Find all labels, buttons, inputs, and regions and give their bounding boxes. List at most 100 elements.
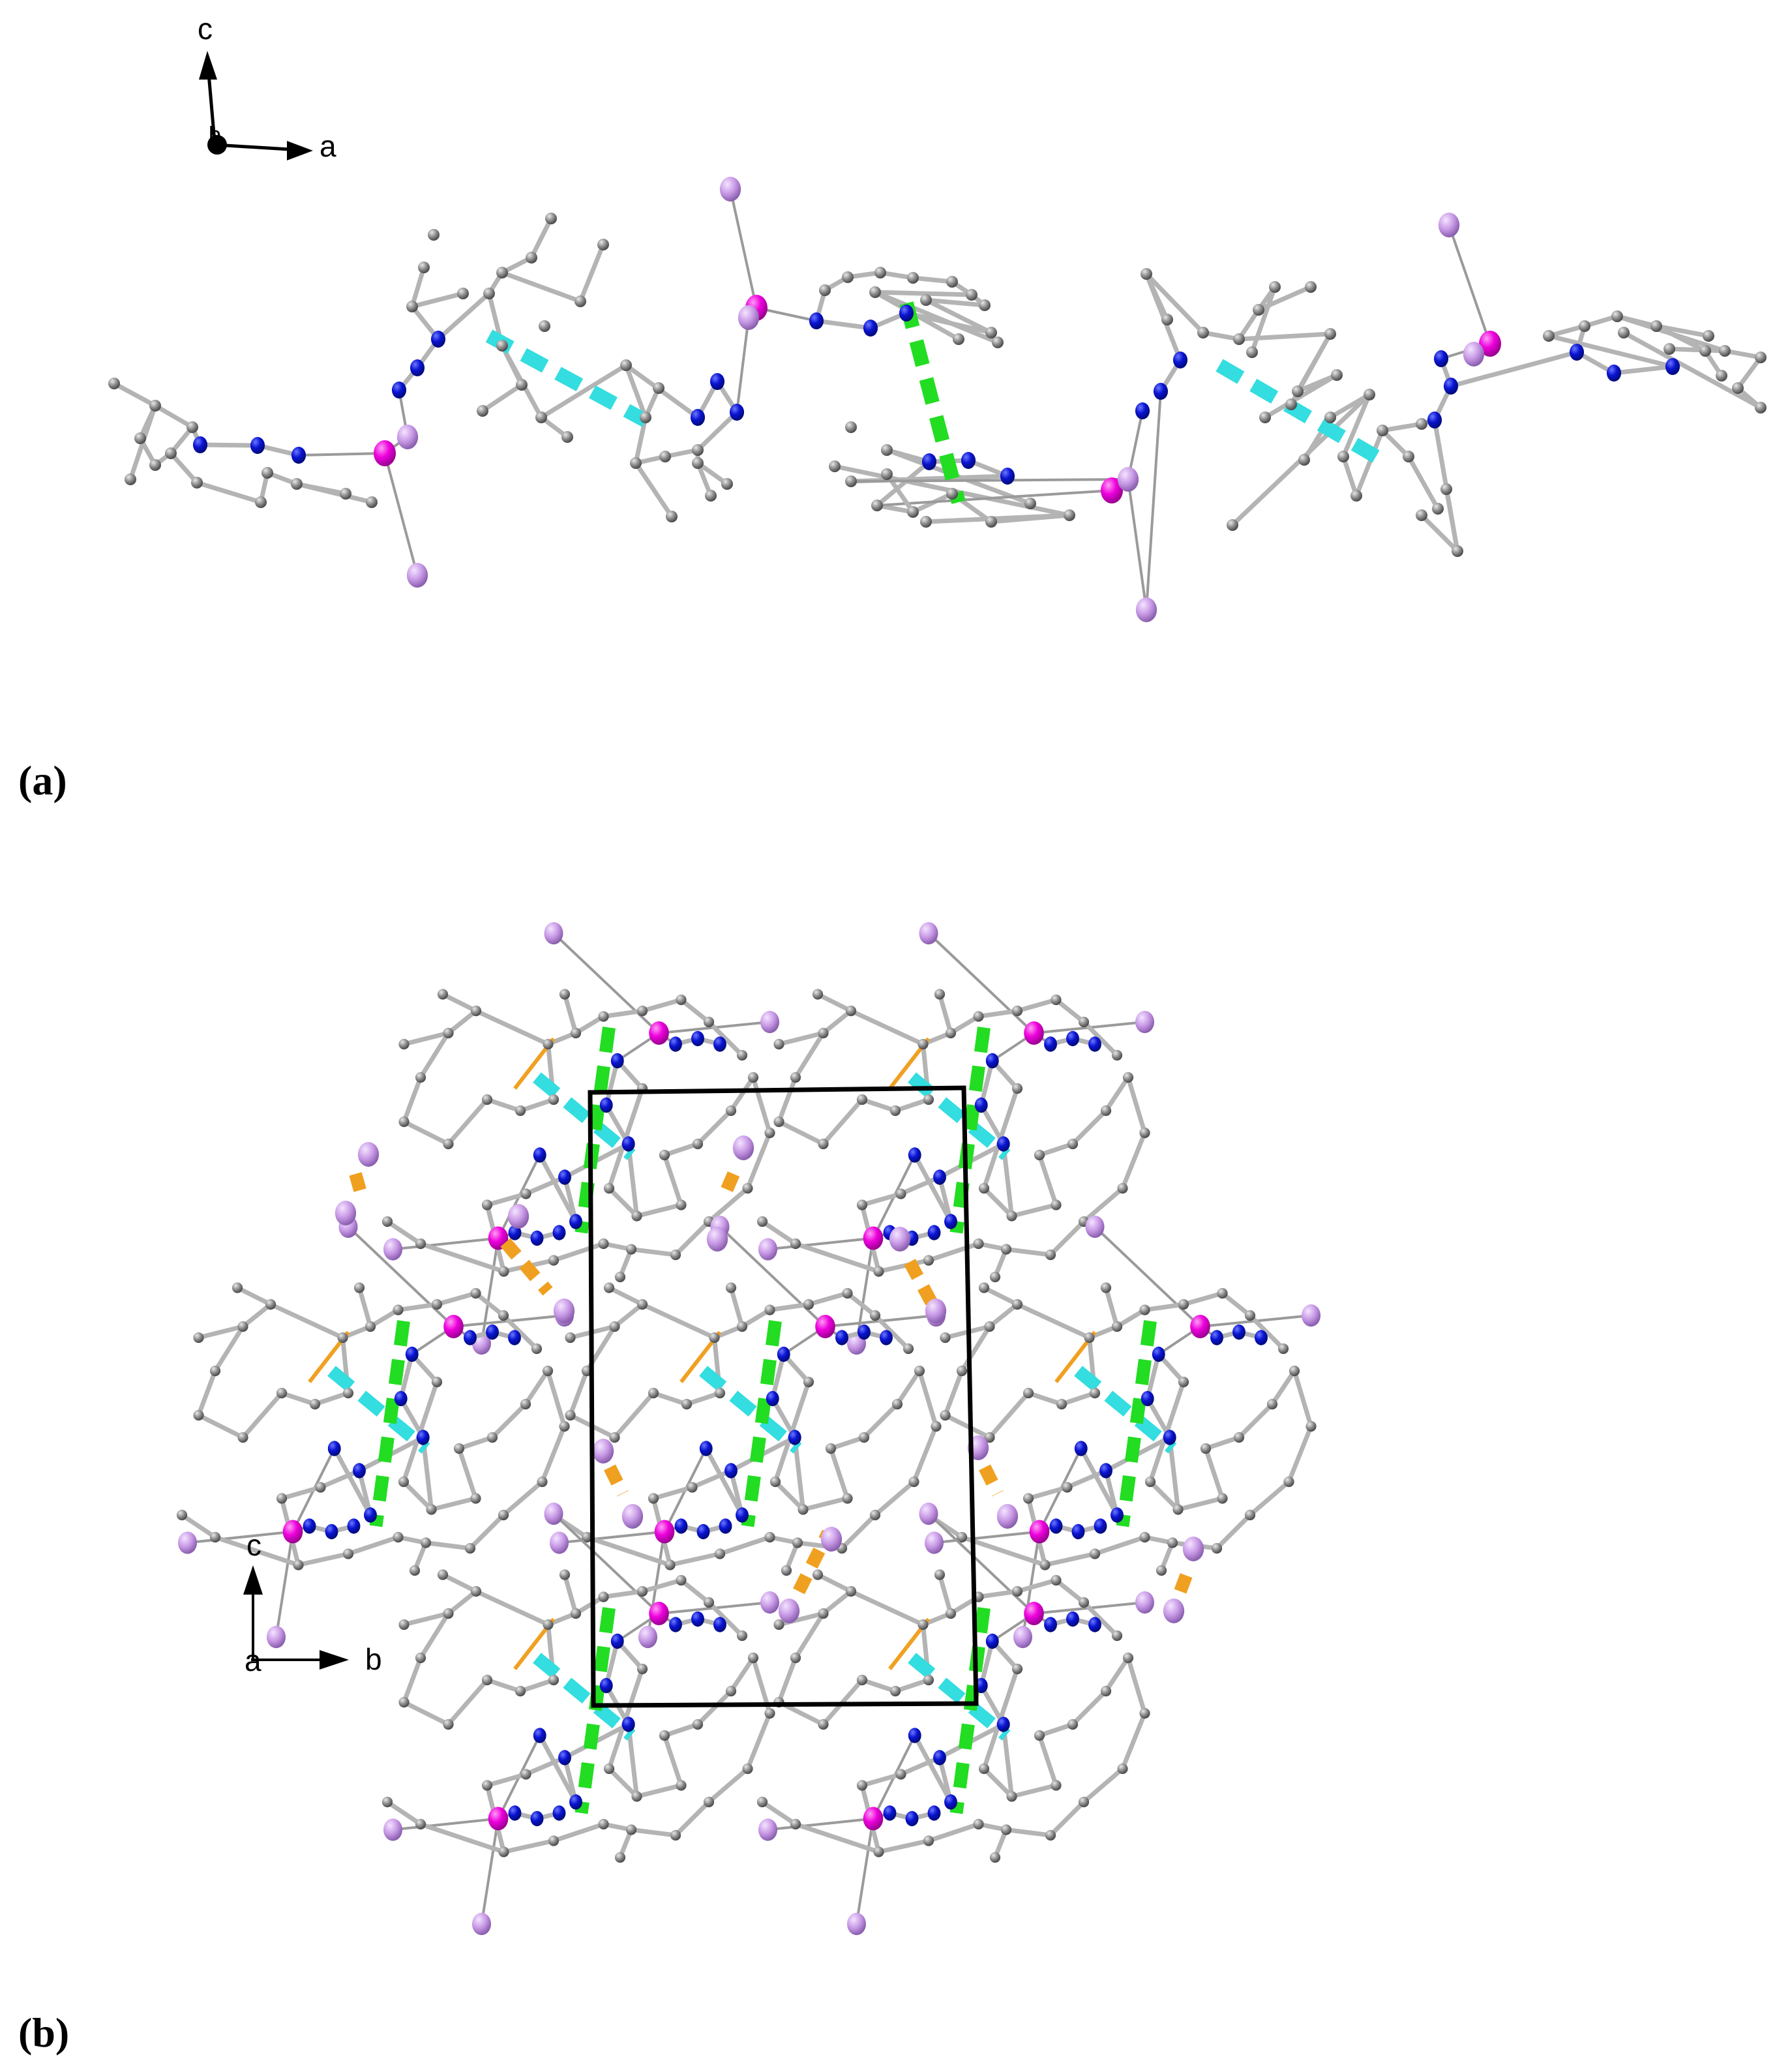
- carbon-atom: [1111, 1321, 1123, 1332]
- carbon-atom: [917, 1038, 929, 1050]
- bond: [518, 1677, 556, 1694]
- carbon-atom: [1211, 1542, 1223, 1554]
- carbon-atom: [1022, 1387, 1034, 1399]
- carbon-atom: [1298, 454, 1310, 466]
- carbon-atom: [920, 516, 932, 528]
- bond: [268, 1302, 345, 1340]
- nitrogen-atom: [394, 1390, 408, 1407]
- carbon-atom: [515, 1685, 526, 1697]
- bond: [859, 1097, 898, 1113]
- bond: [480, 1237, 500, 1345]
- bond: [279, 1485, 323, 1501]
- bond: [1103, 1285, 1120, 1329]
- carbon-atom: [858, 1432, 870, 1443]
- bond: [912, 1424, 938, 1484]
- bond: [402, 1075, 423, 1124]
- halide-atom: [1013, 1625, 1033, 1649]
- halide-atom: [738, 305, 760, 330]
- carbon-atom: [542, 1365, 554, 1377]
- carbon-atom: [856, 1780, 868, 1791]
- carbon-atom: [1139, 1707, 1150, 1719]
- carbon-atom: [1611, 310, 1623, 322]
- carbon-atom: [874, 267, 886, 278]
- bond: [859, 1772, 903, 1788]
- bond: [524, 1175, 567, 1196]
- bond: [1611, 364, 1675, 376]
- carbon-atom: [381, 1796, 393, 1808]
- carbon-atom: [209, 1365, 221, 1377]
- bond: [1735, 355, 1763, 391]
- bond: [861, 1402, 900, 1440]
- carbon-atom: [714, 1387, 726, 1399]
- bond: [398, 1352, 415, 1401]
- carbon-atom: [984, 1321, 995, 1332]
- bond: [1722, 348, 1763, 360]
- bond: [312, 1390, 351, 1407]
- bond: [948, 1014, 981, 1036]
- bond: [383, 452, 419, 577]
- bond: [777, 1655, 798, 1705]
- carbon-atom: [315, 1482, 326, 1493]
- panel-label-a: (a): [18, 757, 67, 803]
- carbon-atom: [812, 1569, 824, 1580]
- nitrogen-atom: [996, 1717, 1010, 1732]
- metal-atom: [488, 1226, 509, 1250]
- carbon-atom: [1011, 1083, 1023, 1094]
- bond: [959, 1535, 1047, 1567]
- bond: [1004, 1247, 1053, 1257]
- halide-atom: [1182, 1537, 1204, 1561]
- carbon-atom: [992, 337, 1004, 348]
- bond: [1070, 1108, 1109, 1147]
- metal-atom: [1024, 1602, 1044, 1625]
- bond: [893, 1097, 931, 1113]
- carbon-atom: [1269, 281, 1281, 293]
- axis-label-c: c: [198, 12, 213, 46]
- carbon-atom: [470, 1287, 481, 1299]
- nitrogen-atom: [533, 1728, 546, 1743]
- nitrogen-atom: [530, 1230, 544, 1246]
- bond: [401, 1479, 434, 1512]
- carbon-atom: [670, 1829, 681, 1841]
- halide-atom: [1135, 1591, 1155, 1614]
- carbon-atom: [895, 1769, 906, 1780]
- bond: [1009, 1783, 1058, 1799]
- carbon-atom: [1650, 320, 1662, 332]
- nitrogen-atom: [736, 1507, 749, 1523]
- atom-layer: [108, 177, 1767, 622]
- halide-halide-contact: [889, 1227, 947, 1323]
- carbon-atom: [703, 1796, 715, 1808]
- bond: [1079, 1446, 1120, 1518]
- bond: [418, 1822, 506, 1854]
- bond: [1004, 1827, 1053, 1838]
- carbon-atom: [1178, 1376, 1189, 1388]
- bond: [695, 460, 730, 487]
- bond: [1054, 1578, 1086, 1605]
- nitrogen-atom: [1141, 1390, 1154, 1407]
- bond: [629, 1247, 678, 1257]
- bond: [927, 1512, 1036, 1615]
- carbon-atom: [721, 478, 733, 490]
- carbon-atom: [869, 286, 881, 298]
- carbon-atom: [742, 1182, 753, 1194]
- halide-atom: [177, 1531, 198, 1554]
- carbon-atom: [979, 299, 991, 311]
- bond: [981, 1285, 1020, 1307]
- bond: [651, 1485, 694, 1501]
- carbon-atom: [978, 1282, 990, 1293]
- nitrogen-atom: [927, 1805, 941, 1821]
- bond: [1181, 1291, 1225, 1307]
- bond: [456, 1435, 495, 1451]
- carbon-atom: [908, 1476, 919, 1488]
- carbon-atom: [498, 1846, 509, 1857]
- bond: [1444, 487, 1460, 554]
- nitrogen-atom: [1088, 1617, 1101, 1632]
- halide-atom: [719, 177, 741, 202]
- nitrogen-atom: [558, 1169, 571, 1185]
- molecule-cluster-layer: [176, 922, 1321, 1936]
- carbon-atom: [1039, 1559, 1051, 1570]
- nitrogen-atom: [724, 1463, 738, 1479]
- nitrogen-atom: [921, 453, 937, 470]
- bond: [1015, 1578, 1058, 1594]
- carbon-atom: [756, 1796, 768, 1808]
- bond: [923, 297, 994, 335]
